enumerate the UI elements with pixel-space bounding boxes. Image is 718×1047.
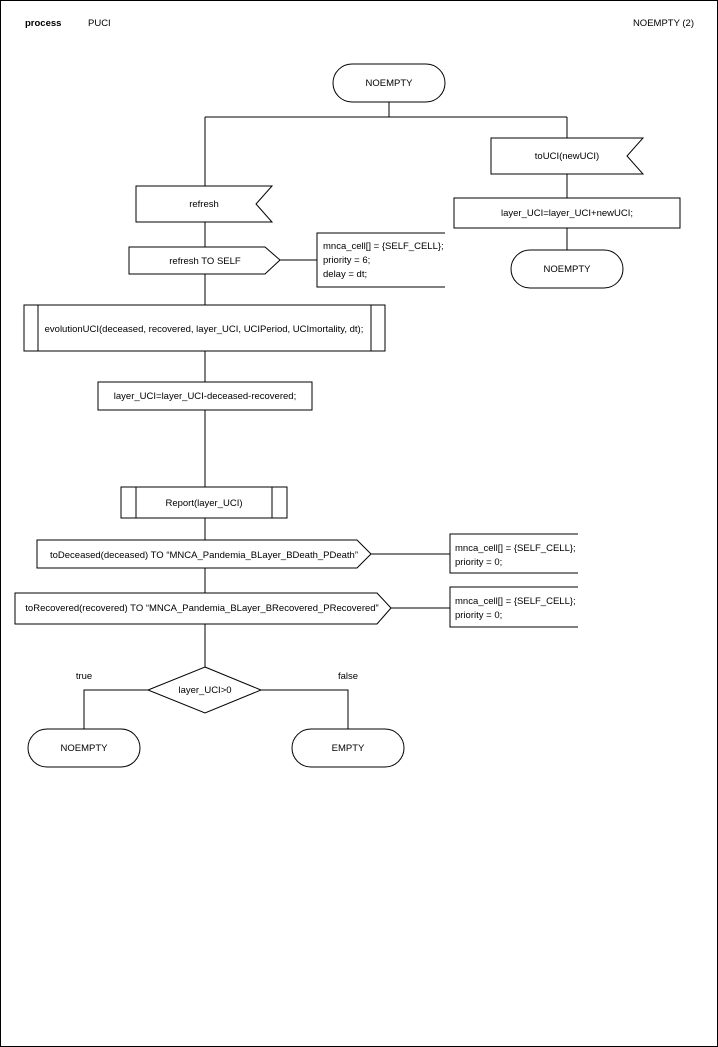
connector-false-branch — [261, 689, 349, 729]
decision-false-label: false — [338, 671, 358, 682]
state-noempty-true: NOEMPTY — [27, 728, 141, 768]
input-signal-touci-shape — [490, 137, 645, 175]
state-empty-false: EMPTY — [291, 728, 405, 768]
state-noempty-true-shape — [27, 728, 141, 768]
start-state-label: NOEMPTY — [366, 78, 414, 89]
output-signal-recovered: toRecovered(recovered) TO “MNCA_Pandemia… — [14, 592, 392, 625]
comment-deceased: mnca_cell[] = {SELF_CELL}; priority = 0; — [449, 533, 578, 574]
connector-true-branch — [83, 689, 148, 729]
input-signal-touci-label: toUCI(newUCI) — [535, 151, 599, 162]
task-add-new-uci: layer_UCI=layer_UCI+newUCI; — [453, 197, 681, 229]
task-add-new-uci-shape — [453, 197, 681, 229]
comment-recovered-bracket — [449, 586, 578, 628]
start-state: NOEMPTY — [332, 63, 446, 103]
comment-refresh-line-3: delay = dt; — [323, 269, 367, 280]
procedure-call-evolution: evolutionUCI(deceased, recovered, layer_… — [23, 304, 386, 352]
output-deceased-shape — [36, 539, 372, 569]
decision-true-label: true — [76, 671, 92, 682]
comment-recovered-line-2: priority = 0; — [455, 610, 502, 621]
state-noempty-right-shape — [510, 249, 624, 289]
procedure-call-label: evolutionUCI(deceased, recovered, layer_… — [45, 324, 364, 335]
connector-lines — [83, 102, 568, 729]
comment-deceased-line-1: mnca_cell[] = {SELF_CELL}; — [455, 543, 576, 554]
procedure-report-label: Report(layer_UCI) — [165, 498, 242, 509]
comment-refresh: mnca_cell[] = {SELF_CELL}; priority = 6;… — [316, 232, 445, 288]
task-update-layer-shape — [97, 381, 313, 411]
input-signal-refresh-shape — [135, 185, 274, 223]
procedure-call-shape — [23, 304, 386, 352]
task-update-layer: layer_UCI=layer_UCI-deceased-recovered; — [97, 381, 313, 411]
procedure-report-shape — [120, 486, 288, 519]
output-signal-refresh: refresh TO SELF — [128, 246, 281, 275]
state-empty-false-shape — [291, 728, 405, 768]
decision-shape — [146, 666, 263, 714]
task-add-new-uci-label: layer_UCI=layer_UCI+newUCI; — [501, 208, 633, 219]
process-name: PUCI — [88, 18, 111, 29]
comment-refresh-line-2: priority = 6; — [323, 255, 370, 266]
output-signal-refresh-shape — [128, 246, 281, 275]
state-noempty-right-label: NOEMPTY — [544, 264, 592, 275]
page-title: NOEMPTY (2) — [632, 18, 694, 29]
input-signal-touci: toUCI(newUCI) — [490, 137, 645, 175]
comment-refresh-line-1: mnca_cell[] = {SELF_CELL}; — [323, 241, 444, 252]
comment-recovered-line-1: mnca_cell[] = {SELF_CELL}; — [455, 596, 576, 607]
start-state-shape — [332, 63, 446, 103]
decision-layer-uci: layer_UCI>0 true false — [76, 666, 358, 714]
decision-label: layer_UCI>0 — [178, 685, 231, 696]
comment-deceased-line-2: priority = 0; — [455, 557, 502, 568]
output-recovered-shape — [14, 592, 392, 625]
process-label: process — [25, 18, 62, 29]
output-signal-deceased: toDeceased(deceased) TO “MNCA_Pandemia_B… — [36, 539, 372, 569]
procedure-call-report: Report(layer_UCI) — [120, 486, 288, 519]
state-noempty-right: NOEMPTY — [510, 249, 624, 289]
input-signal-refresh-label: refresh — [189, 199, 219, 210]
output-recovered-label: toRecovered(recovered) TO “MNCA_Pandemia… — [25, 603, 378, 614]
comment-deceased-bracket — [449, 533, 578, 574]
comment-refresh-bracket — [316, 232, 445, 288]
output-deceased-label: toDeceased(deceased) TO “MNCA_Pandemia_B… — [50, 550, 358, 561]
state-noempty-true-label: NOEMPTY — [61, 743, 109, 754]
output-signal-refresh-label: refresh TO SELF — [169, 256, 241, 267]
task-update-layer-label: layer_UCI=layer_UCI-deceased-recovered; — [114, 391, 296, 402]
comment-recovered: mnca_cell[] = {SELF_CELL}; priority = 0; — [449, 586, 578, 628]
state-empty-false-label: EMPTY — [332, 743, 365, 754]
input-signal-refresh: refresh — [135, 185, 274, 223]
